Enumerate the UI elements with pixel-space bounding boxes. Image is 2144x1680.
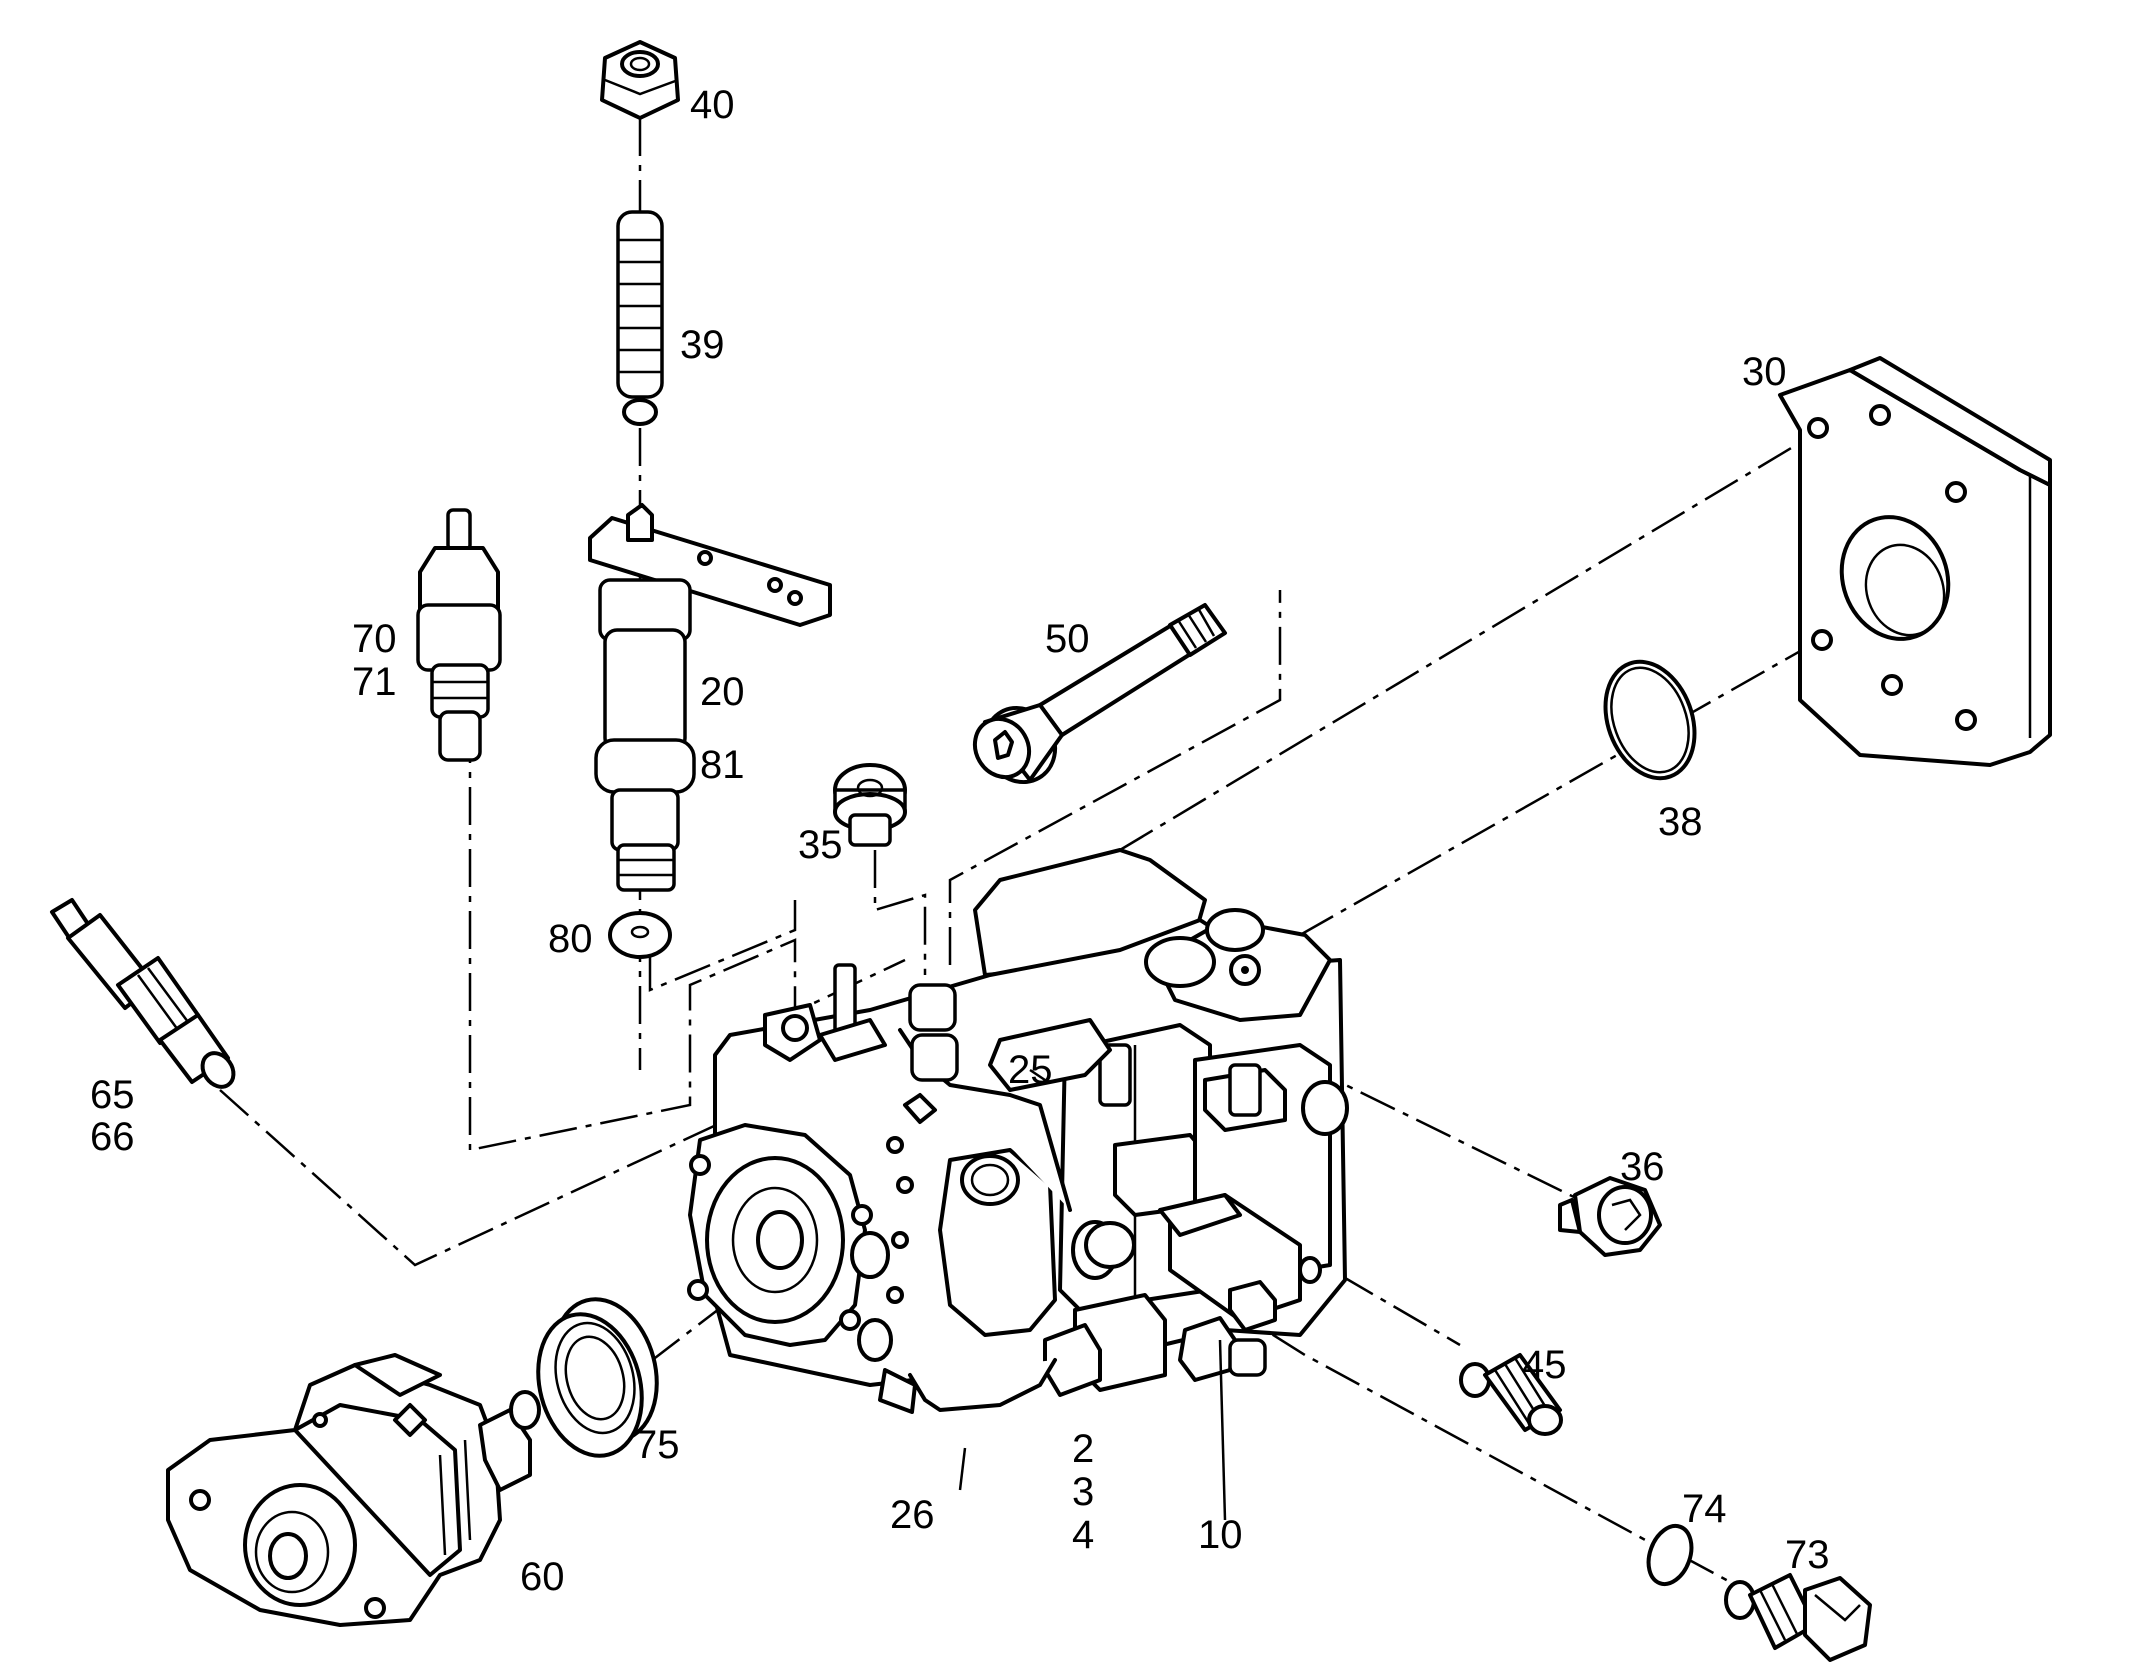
label-80: 80 <box>548 917 593 961</box>
part-74-small-o-ring <box>1646 1523 1694 1587</box>
part-35-plug <box>833 763 907 847</box>
part-73-hex-plug <box>1724 1573 1872 1662</box>
label-75: 75 <box>635 1423 680 1467</box>
leader-lines <box>958 1068 1227 1521</box>
label-71: 71 <box>352 660 397 704</box>
label-26: 26 <box>890 1493 935 1537</box>
label-81: 81 <box>700 743 745 787</box>
label-38: 38 <box>1658 800 1703 844</box>
part-38-o-ring <box>1603 659 1697 781</box>
label-20: 20 <box>700 670 745 714</box>
label-39: 39 <box>680 323 725 367</box>
part-70-valve-cartridge <box>416 508 502 762</box>
label-45: 45 <box>1522 1343 1567 1387</box>
label-30: 30 <box>1742 350 1787 394</box>
label-25: 25 <box>1008 1048 1053 1092</box>
label-36: 36 <box>1620 1145 1665 1189</box>
label-74: 74 <box>1682 1487 1727 1531</box>
part-30-mounting-flange <box>1778 356 2052 767</box>
part-39-threaded-stud <box>616 210 664 426</box>
part-80-washer <box>608 911 672 959</box>
label-40: 40 <box>690 83 735 127</box>
part-20-control-valve <box>588 503 832 892</box>
part-45-set-screw <box>1459 1353 1563 1436</box>
label-60: 60 <box>520 1555 565 1599</box>
part-60-auxiliary-pump <box>166 1353 541 1627</box>
label-35: 35 <box>798 823 843 867</box>
part-75-bearing <box>536 1297 659 1458</box>
label-65: 65 <box>90 1073 135 1117</box>
main-pump-body <box>687 848 1349 1414</box>
label-66: 66 <box>90 1115 135 1159</box>
label-10: 10 <box>1198 1513 1243 1557</box>
label-70: 70 <box>352 617 397 661</box>
part-50-cap-screw <box>972 603 1227 785</box>
label-3: 3 <box>1072 1470 1094 1514</box>
part-number-labels: 40 39 30 70 71 50 20 81 35 38 80 25 65 6… <box>90 83 1830 1599</box>
label-50: 50 <box>1045 617 1090 661</box>
part-40-nut <box>600 40 680 120</box>
label-73: 73 <box>1785 1533 1830 1577</box>
part-65-angled-cartridge <box>50 898 236 1089</box>
part-36-plug <box>1558 1176 1662 1257</box>
label-2: 2 <box>1072 1427 1094 1471</box>
label-4: 4 <box>1072 1513 1094 1557</box>
